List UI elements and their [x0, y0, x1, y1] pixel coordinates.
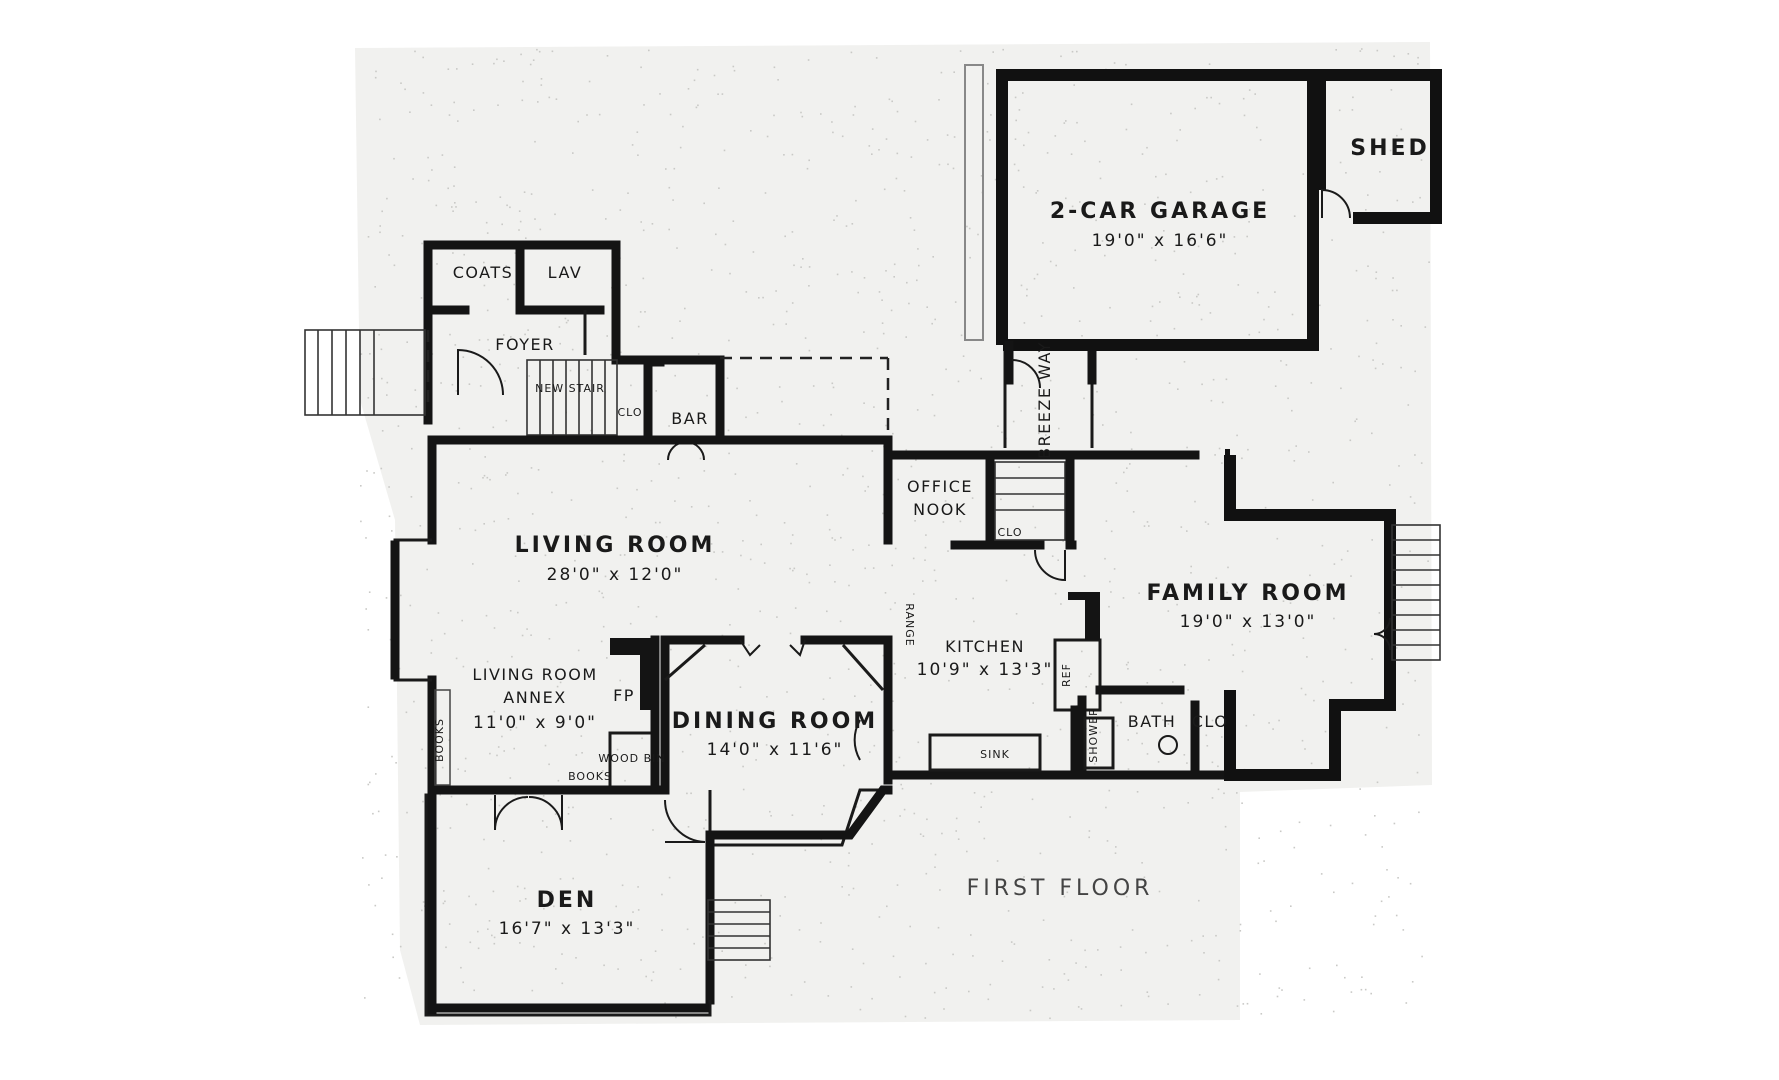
kitchen-dimensions: 10'9" x 13'3" [917, 660, 1054, 680]
books-label-annex: BOOKS [568, 770, 612, 783]
office-stair [994, 461, 1066, 541]
clo-office-label: CLO [997, 526, 1022, 539]
ref-label: REF [1060, 663, 1073, 687]
foyer-area [304, 240, 890, 461]
bath-label: BATH [1128, 712, 1176, 731]
living-room-name: LIVING ROOM [515, 533, 716, 558]
living-room-dimensions: 28'0" x 12'0" [547, 565, 684, 585]
entry-steps [304, 329, 426, 416]
living-room [390, 435, 893, 831]
den-name: DEN [537, 888, 598, 913]
breezeway-label: BREEZE WAY [1035, 341, 1054, 459]
kitchen-area [883, 450, 1235, 780]
fireplace-label: FP [613, 686, 635, 705]
room-labels: 2-CAR GARAGE 19'0" x 16'6" SHED COATS LA… [433, 136, 1430, 939]
dining-room-name: DINING ROOM [672, 709, 878, 734]
annex-dimensions: 11'0" x 9'0" [473, 713, 597, 733]
dining-room [660, 635, 893, 1005]
office-nook-line2: NOOK [913, 500, 967, 519]
den [424, 790, 771, 1017]
dining-room-dimensions: 14'0" x 11'6" [707, 740, 844, 760]
sink-label: SINK [980, 748, 1010, 761]
garage-name: 2-CAR GARAGE [1050, 199, 1270, 224]
den-steps [707, 899, 771, 961]
new-stair-label: NEW STAIR [535, 382, 605, 395]
clo-bar-label: CLO [617, 406, 642, 419]
family-room [1065, 449, 1441, 781]
range-label: RANGE [903, 603, 916, 646]
family-room-dimensions: 19'0" x 13'0" [1180, 612, 1317, 632]
wood-bin-label: WOOD BIN [598, 752, 665, 765]
lav-label: LAV [548, 263, 583, 282]
family-steps [1391, 524, 1441, 661]
office-nook-line1: OFFICE [907, 477, 973, 496]
annex-name-line2: ANNEX [503, 688, 566, 707]
kitchen-name: KITCHEN [945, 637, 1025, 656]
coats-label: COATS [453, 263, 514, 282]
annex-name-line1: LIVING ROOM [472, 665, 597, 684]
new-stair [526, 359, 618, 436]
garage-dimensions: 19'0" x 16'6" [1092, 231, 1229, 251]
foyer-label: FOYER [495, 335, 554, 354]
garage [964, 64, 1442, 448]
bar-label: BAR [671, 409, 709, 428]
floor-title: FIRST FLOOR [967, 876, 1154, 901]
books-label-side: BOOKS [433, 718, 446, 762]
clo-bath-label: CLO [1192, 712, 1229, 731]
den-dimensions: 16'7" x 13'3" [499, 919, 636, 939]
shower-label: SHOWER [1087, 707, 1100, 762]
shed-name: SHED [1350, 136, 1430, 161]
family-room-name: FAMILY ROOM [1146, 581, 1349, 606]
